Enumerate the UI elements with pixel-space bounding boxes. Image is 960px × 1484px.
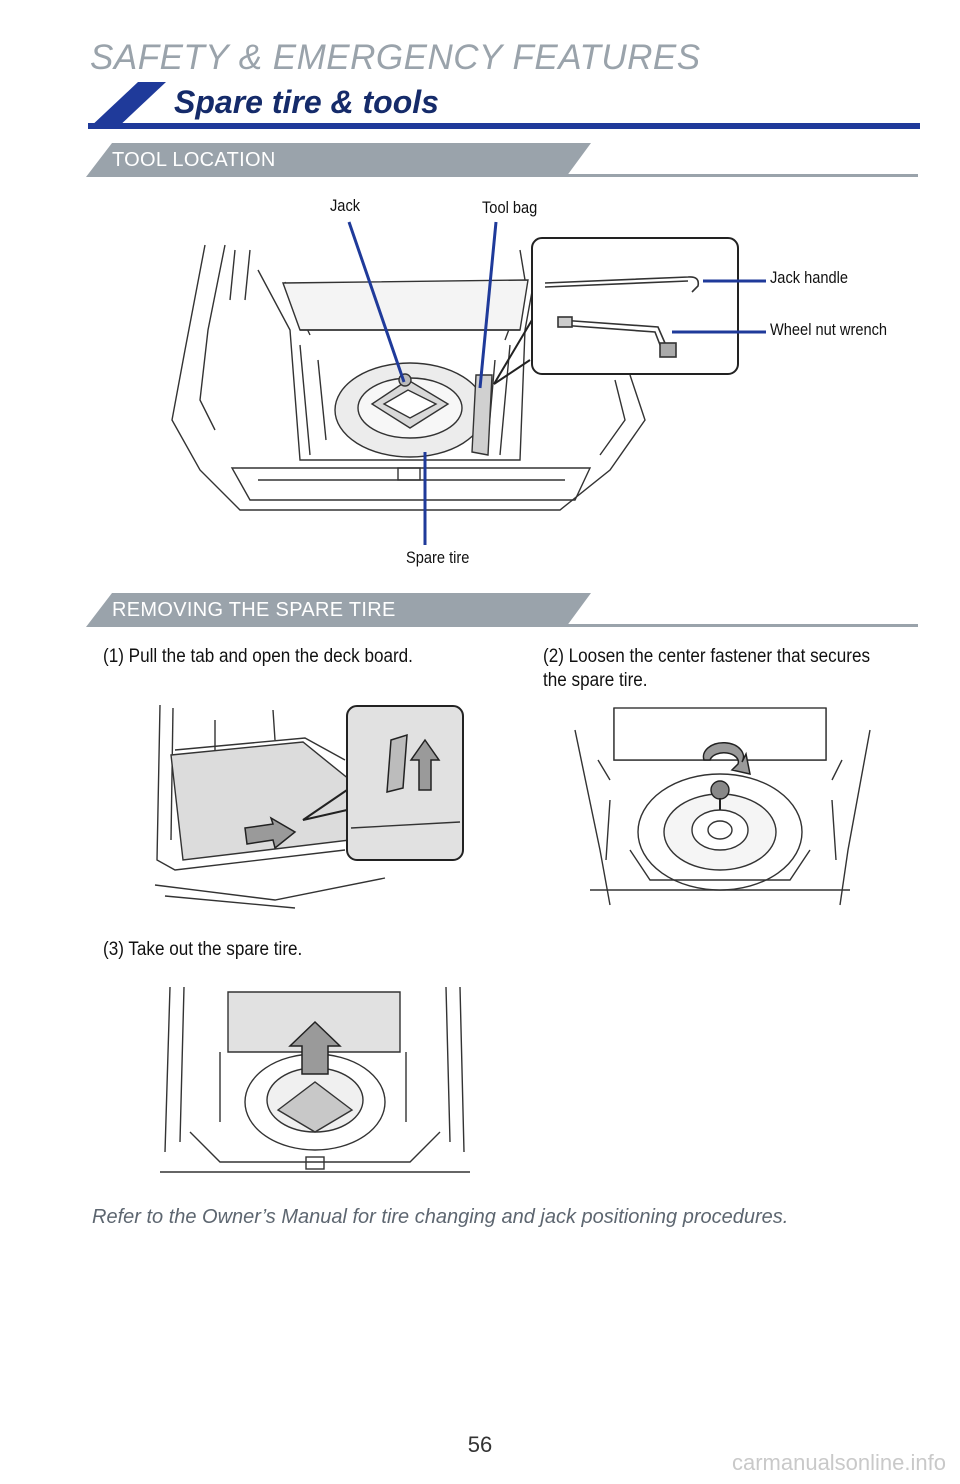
removing-heading: REMOVING THE SPARE TIRE bbox=[112, 599, 396, 621]
step-2-illustration bbox=[574, 707, 871, 906]
page-number: 56 bbox=[467, 1432, 493, 1457]
step-1-body: Pull the tab and open the deck board. bbox=[128, 646, 413, 667]
tool-location-heading-bar bbox=[86, 143, 918, 177]
jack-label: Jack bbox=[330, 196, 361, 215]
step-1-illustration bbox=[154, 704, 464, 909]
step-2-number: (2) bbox=[543, 646, 564, 667]
removing-heading-bar bbox=[86, 593, 918, 627]
jack-handle-label: Jack handle bbox=[770, 268, 849, 287]
step-2-body: Loosen the center fastener that secures … bbox=[543, 646, 871, 691]
watermark: carmanualsonline.info bbox=[731, 1450, 946, 1475]
section-title: SAFETY & EMERGENCY FEATURES bbox=[90, 38, 701, 77]
spare-tire-label: Spare tire bbox=[406, 548, 470, 567]
page-title: Spare tire & tools bbox=[174, 84, 439, 120]
step-2-text: (2) Loosen the center fastener that secu… bbox=[543, 645, 894, 693]
step-3-illustration bbox=[160, 986, 470, 1173]
step-3-text: (3) Take out the spare tire. bbox=[103, 938, 481, 962]
step-1-text: (1) Pull the tab and open the deck board… bbox=[103, 645, 481, 669]
step-1-number: (1) bbox=[103, 646, 124, 667]
step-3-number: (3) bbox=[103, 939, 124, 960]
step-3-body: Take out the spare tire. bbox=[128, 939, 303, 960]
footnote: Refer to the Owner’s Manual for tire cha… bbox=[92, 1206, 789, 1228]
tool-bag-label: Tool bag bbox=[482, 198, 538, 217]
tool-location-heading: TOOL LOCATION bbox=[112, 149, 276, 171]
wheel-nut-wrench-label: Wheel nut wrench bbox=[770, 320, 888, 339]
title-bar bbox=[88, 82, 920, 129]
